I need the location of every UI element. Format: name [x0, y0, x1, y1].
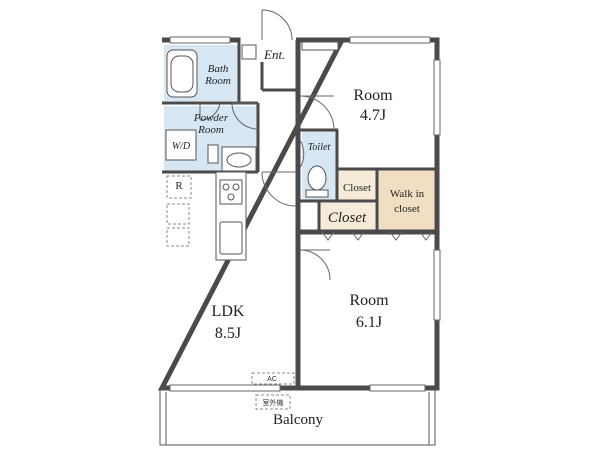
bath-door[interactable]	[199, 102, 221, 121]
room-south-size: 6.1J	[356, 314, 382, 331]
bath-label-line1: Bath	[208, 63, 229, 75]
window-room-balcony	[369, 384, 426, 392]
walk-in-label-line2: closet	[394, 203, 420, 215]
pantry-shelf-1	[166, 203, 190, 225]
room-north-door[interactable]	[299, 95, 335, 131]
ldk-door[interactable]	[261, 171, 297, 207]
outdoor-unit-label: 室外機	[263, 398, 284, 407]
refrigerator-label: R	[175, 180, 183, 192]
toilet-label: Toilet	[308, 142, 331, 153]
room-south-name: Room	[349, 292, 389, 309]
window-ldk-balcony	[169, 384, 281, 392]
kitchen-sink	[219, 221, 243, 255]
window-south-room	[433, 249, 441, 321]
room-south-door[interactable]	[299, 249, 331, 281]
burner-2	[232, 183, 240, 191]
window-north-top	[349, 36, 431, 44]
walk-in-label-line1: Walk in	[390, 188, 425, 200]
powder-label-line2: Room	[197, 124, 224, 136]
balcony-outline	[159, 390, 436, 446]
entrance-column	[241, 44, 257, 60]
bathtub-inner	[170, 55, 194, 93]
window-north-room	[433, 59, 441, 136]
entrance-door[interactable]	[261, 9, 293, 41]
ldk-size: 8.5J	[215, 325, 241, 342]
entrance-label: Ent.	[263, 47, 285, 62]
washer-space	[165, 129, 197, 161]
balcony-label: Balcony	[273, 412, 323, 428]
toilet-bowl	[307, 165, 327, 191]
pantry-shelf-2	[166, 227, 190, 247]
room-north-name: Room	[353, 87, 393, 104]
aircon-label: AC	[267, 376, 277, 383]
washer-label: W/D	[172, 141, 191, 152]
closet-upper-label: Closet	[343, 182, 371, 194]
bath-label-line2: Room	[204, 75, 231, 87]
outdoor-unit	[255, 394, 291, 410]
closet-upper-fill	[337, 170, 377, 200]
burner-3	[227, 193, 235, 201]
powder-label-line1: Powder	[193, 112, 229, 124]
aircon-unit	[251, 372, 295, 385]
closet-lower-fill	[320, 203, 375, 230]
ldk-name: LDK	[212, 303, 245, 320]
toilet-door[interactable]	[299, 139, 305, 169]
burner-1	[222, 183, 230, 191]
window-bath	[169, 36, 231, 44]
closet-lower-label: Closet	[328, 210, 367, 226]
entrance-shoe-cabinet	[301, 41, 339, 51]
refrigerator-space	[166, 175, 192, 199]
room-north-size: 4.7J	[360, 107, 386, 124]
powder-shelf	[207, 144, 219, 164]
powder-door[interactable]	[231, 102, 259, 130]
closet-door-marks	[321, 231, 433, 241]
walk-in-closet-fill	[378, 170, 436, 230]
washbasin-bowl	[226, 152, 252, 168]
toilet-tank	[305, 189, 329, 198]
